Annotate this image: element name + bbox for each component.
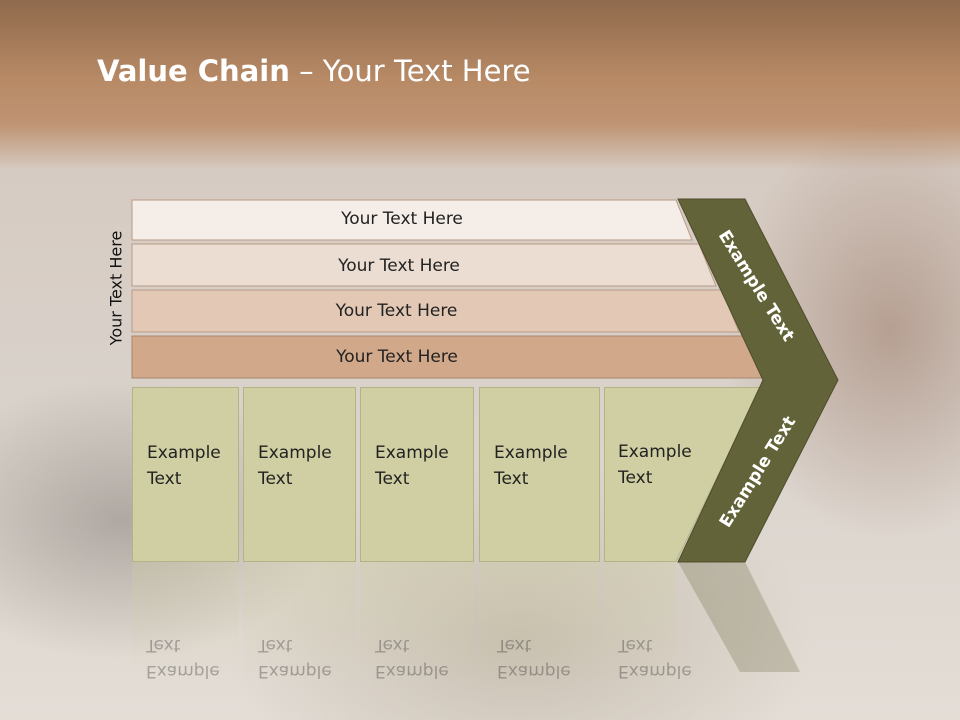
bar-2: Your Text Here [131, 243, 717, 287]
slide-title: Value Chain – Your Text Here [97, 54, 531, 88]
bar-4: Your Text Here [131, 335, 763, 379]
bar-1: Your Text Here [131, 199, 693, 241]
activity-box-5: Example Text [604, 387, 762, 562]
bar-3-label: Your Text Here [335, 301, 458, 321]
title-bold: Value Chain [97, 54, 290, 88]
bar-3: Your Text Here [131, 289, 740, 333]
activity-box-1-label: Example Text [147, 443, 221, 489]
activity-box-1: Example Text [132, 387, 239, 562]
bar-1-label: Your Text Here [341, 209, 463, 229]
activity-box-4: Example Text [479, 387, 600, 562]
bar-3-shape [131, 289, 740, 333]
activity-box-2-label: Example Text [258, 443, 332, 489]
activity-box-4-label: Example Text [494, 443, 568, 489]
bar-4-label: Your Text Here [336, 347, 458, 367]
activity-box-5-shape [604, 387, 762, 562]
activity-box-3: Example Text [360, 387, 474, 562]
activity-box-3-label: Example Text [375, 443, 449, 489]
activity-box-5-label: Example Text [618, 442, 692, 488]
bar-2-label: Your Text Here [338, 256, 460, 276]
bar-2-shape [131, 243, 717, 287]
activity-box-2: Example Text [243, 387, 356, 562]
bar-1-shape [131, 199, 693, 241]
title-rest: – Your Text Here [289, 54, 531, 88]
